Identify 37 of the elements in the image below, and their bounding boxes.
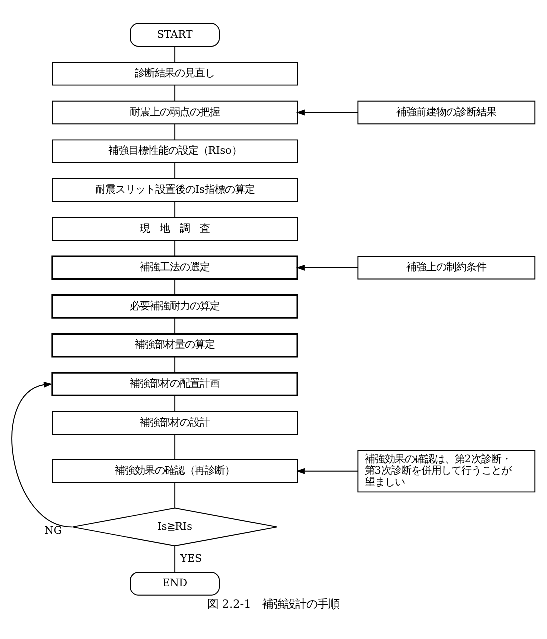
node-box: 診断結果の見直し [52,62,298,86]
node-box: 補強部材量の算定 [52,333,298,358]
connector [174,395,176,412]
connector [174,546,176,573]
node-box: 補強効果の確認（再診断） [52,460,298,484]
connector [174,318,176,334]
node-box: 補強工法の選定 [52,256,298,280]
node-box: 必要補強耐力の算定 [52,294,298,319]
node-box: 補強効果の確認は、第2次診断・第3次診断を併用して行うことが望ましい [358,450,536,493]
arrow [12,382,72,528]
arrow [296,468,358,474]
connector [174,84,176,102]
node-box: 補強部材の設計 [52,411,298,435]
node-box: 補強上の制約条件 [358,256,536,280]
node-box: 現 地 調 査 [52,217,298,241]
connector [174,434,176,460]
arrow [296,264,358,271]
edge-label: NG [44,525,62,538]
connector [174,482,176,508]
connector [174,240,176,257]
connector [174,46,176,63]
connector [174,356,176,374]
node-diamond: Is≧RIs [72,508,278,547]
connector [174,278,176,296]
node-box: 耐震上の弱点の把握 [52,100,298,125]
node-box: END [130,572,220,596]
node-box: 補強前建物の診断結果 [358,100,536,125]
node-box: START [130,23,220,47]
connector [174,162,176,180]
connector [174,201,176,218]
caption: 図 2.2-1 補強設計の手順 [208,597,340,612]
edge-label: YES [180,553,202,566]
node-box: 補強部材の配置計画 [52,372,298,397]
connector [174,124,176,140]
node-box: 耐震スリット設置後のIs指標の算定 [52,178,298,202]
arrow [296,110,358,116]
node-box: 補強目標性能の設定（RIso） [52,140,298,164]
